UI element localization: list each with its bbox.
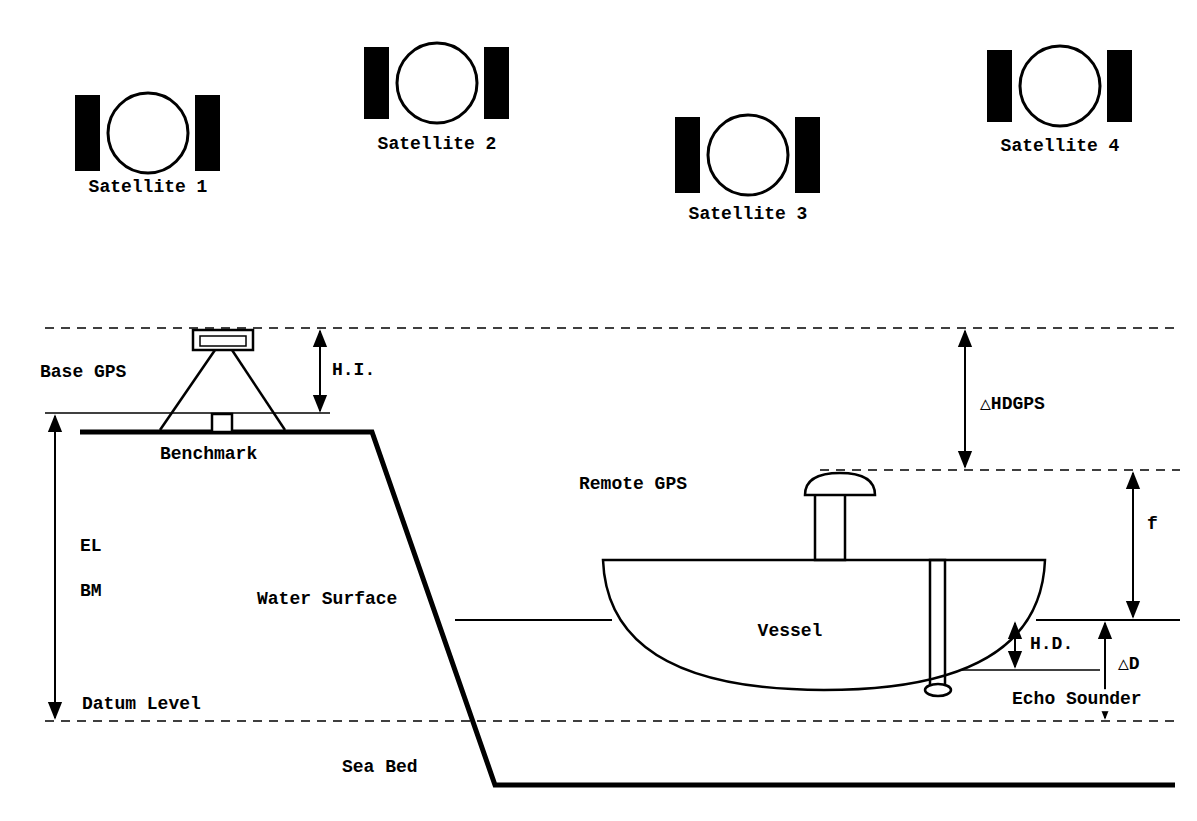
label-text: Echo Sounder	[1010, 689, 1144, 711]
remote-gps-and-sounder	[805, 473, 951, 696]
node-label: Vessel	[756, 621, 825, 643]
label-text: H.D.	[1028, 634, 1075, 656]
label-text: Satellite 2	[376, 134, 499, 156]
label-text: H.I.	[330, 360, 377, 382]
label-text: Sea Bed	[340, 757, 420, 779]
label-text: Base GPS	[38, 362, 128, 384]
label-text: Datum Level	[80, 694, 203, 716]
label-text: f	[1145, 514, 1160, 536]
label-text: Satellite 4	[999, 136, 1122, 158]
label-text: Satellite 3	[687, 204, 810, 226]
reference-lines	[45, 328, 1180, 721]
ground-profile	[45, 413, 1180, 785]
vessel-hull: Vessel	[603, 560, 1045, 692]
label-text: Satellite 1	[87, 177, 210, 199]
label-text: Benchmark	[158, 444, 259, 466]
hull-outline	[603, 560, 1045, 692]
label-text: △D	[1116, 654, 1142, 676]
label-text: △HDGPS	[978, 394, 1047, 416]
label-text: BM	[78, 581, 104, 603]
label-text: Water Surface	[255, 589, 399, 611]
label-text: EL	[78, 536, 104, 558]
label-text: Remote GPS	[577, 474, 689, 496]
dimension-arrows	[55, 331, 1133, 718]
base-gps-tripod	[160, 330, 285, 432]
satellite-icons	[75, 43, 1132, 195]
